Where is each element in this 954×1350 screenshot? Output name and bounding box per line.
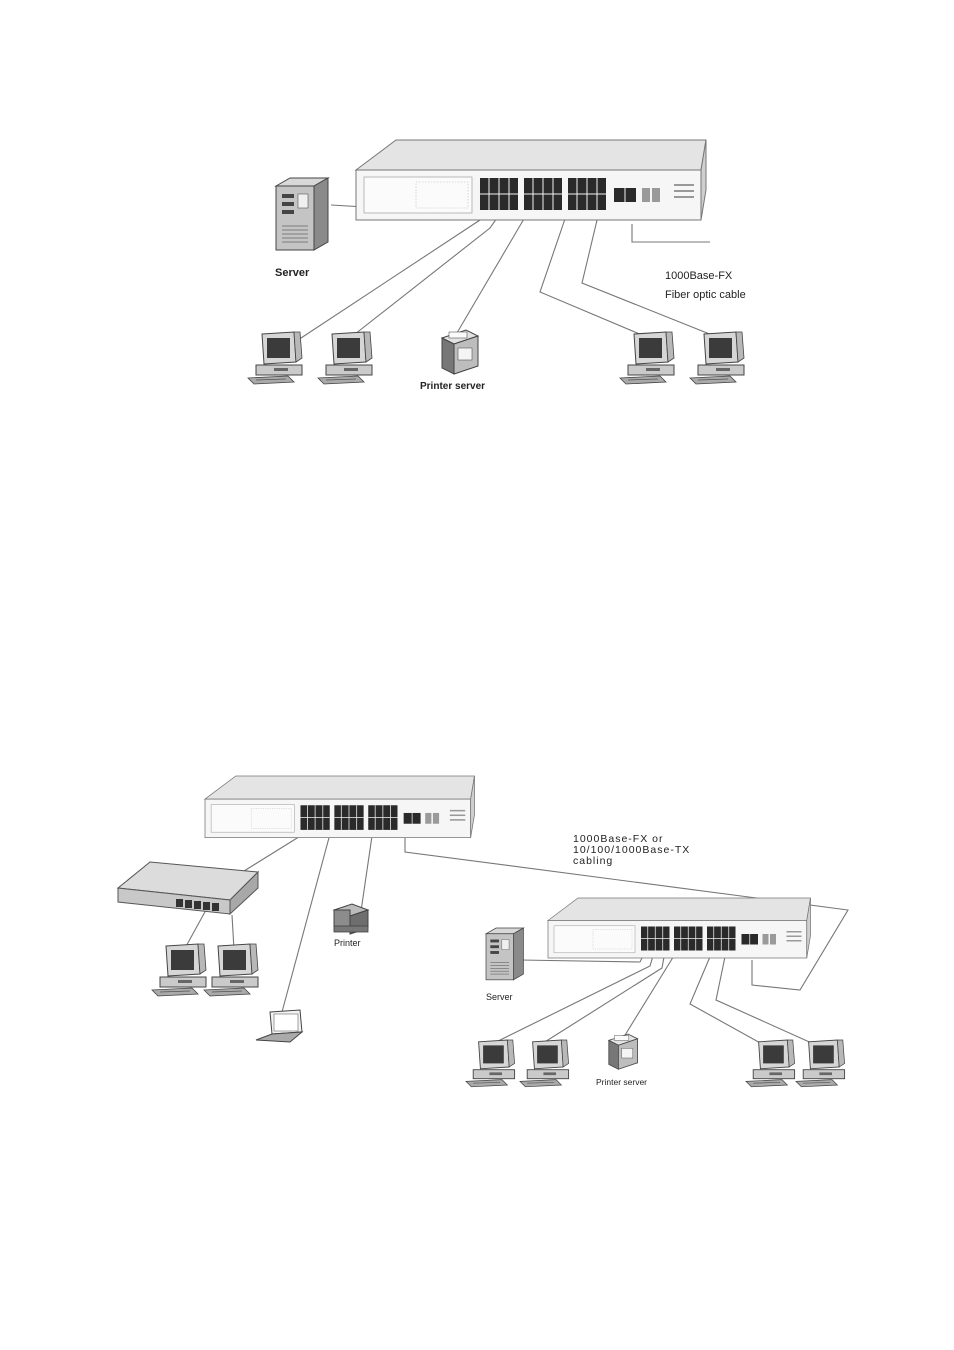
printer-server-label: Printer server bbox=[420, 381, 485, 392]
printer-icon bbox=[332, 903, 370, 935]
server-label: Server bbox=[486, 992, 513, 1002]
desktop-pc-icon bbox=[745, 1039, 796, 1088]
desktop-pc-icon bbox=[619, 331, 675, 385]
gigabit-switch-icon bbox=[204, 775, 475, 838]
cables bbox=[297, 203, 713, 341]
cables bbox=[183, 829, 849, 1046]
printer-server-icon bbox=[608, 1033, 638, 1070]
desktop-pc-icon bbox=[795, 1039, 846, 1088]
gigabit-switch-icon bbox=[547, 897, 811, 959]
uplink-label-line2: 10/100/1000Base-TX bbox=[573, 844, 690, 856]
fiber-label-line1: 1000Base-FX bbox=[665, 270, 733, 282]
server-icon bbox=[275, 177, 329, 251]
fiber-label-line2: Fiber optic cable bbox=[665, 289, 746, 301]
desktop-switch-icon bbox=[116, 861, 260, 916]
desktop-pc-icon bbox=[317, 331, 373, 385]
desktop-pc-icon bbox=[689, 331, 745, 385]
printer-server-icon bbox=[441, 329, 479, 375]
network-diagram-standalone: Server Printer server 1000Base-FX Fiber … bbox=[247, 139, 746, 392]
uplink-label-line1: 1000Base-FX or bbox=[573, 833, 663, 845]
laptop-icon bbox=[255, 1009, 304, 1043]
gigabit-switch-icon bbox=[355, 139, 707, 221]
server-label: Server bbox=[275, 267, 310, 279]
server-icon bbox=[485, 927, 524, 981]
desktop-pc-icon bbox=[203, 943, 259, 997]
desktop-pc-icon bbox=[151, 943, 207, 997]
printer-server-label: Printer server bbox=[596, 1077, 647, 1087]
printer-label: Printer bbox=[334, 938, 361, 948]
desktop-pc-icon bbox=[519, 1039, 570, 1088]
network-diagram-cascade: Printer Server Printer server 1000Base-F… bbox=[116, 775, 849, 1088]
desktop-pc-icon bbox=[247, 331, 303, 385]
desktop-pc-icon bbox=[465, 1039, 516, 1088]
uplink-label-line3: cabling bbox=[573, 855, 613, 867]
